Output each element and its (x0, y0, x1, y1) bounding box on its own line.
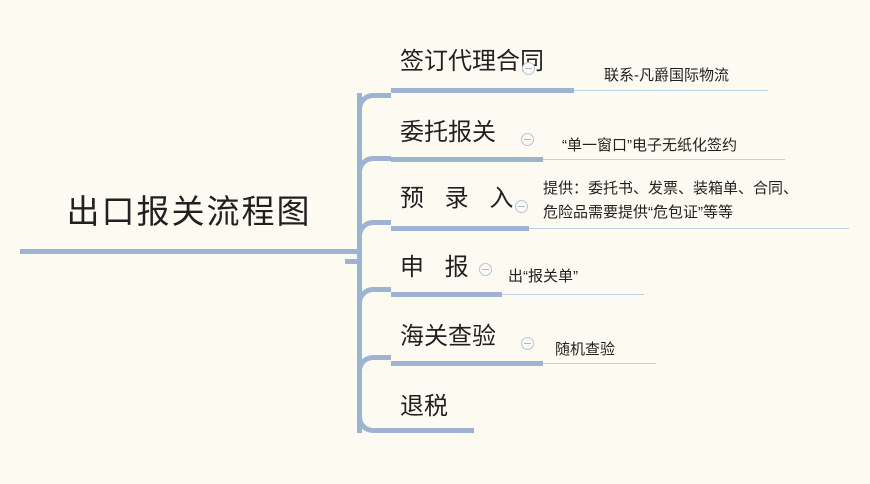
branch-underline-thick-2 (391, 157, 543, 162)
branch-elbow-1 (357, 93, 391, 115)
branch-underline-thin-2 (543, 159, 785, 160)
child-text-3-1: 危险品需要提供“危包证”等等 (543, 204, 733, 221)
branch-elbow-2 (357, 156, 391, 178)
collapse-minus-icon-1[interactable] (522, 62, 535, 75)
branch-label-5: 海关查验 (400, 323, 496, 350)
branch-underline-thick-3 (391, 226, 529, 231)
branch-underline-thin-4 (502, 294, 644, 295)
collapse-minus-icon-5[interactable] (521, 337, 534, 350)
branch-label-1: 签订代理合同 (400, 48, 544, 75)
branch-underline-thin-1 (574, 90, 768, 91)
root-node[interactable]: 出口报关流程图 (20, 188, 358, 262)
collapse-minus-icon-4[interactable] (479, 263, 492, 276)
child-text-5-0: 随机查验 (555, 341, 616, 358)
branch-elbow-6 (357, 411, 391, 433)
branch-underline-thin-5 (543, 363, 656, 364)
root-node-underline (20, 249, 358, 254)
trunk-stub-connector (345, 259, 359, 264)
child-text-3-0: 提供：委托书、发票、装箱单、合同、 (543, 180, 799, 197)
branch-elbow-3 (357, 220, 391, 242)
branch-label-4: 申 报 (400, 254, 476, 281)
branch-label-2: 委托报关 (400, 119, 496, 146)
branch-underline-thick-5 (391, 361, 543, 366)
collapse-minus-icon-3[interactable] (515, 200, 528, 213)
branch-label-6: 退税 (400, 393, 448, 420)
branch-underline-thick-6 (391, 428, 474, 433)
branch-elbow-5 (357, 355, 391, 377)
trunk-vertical-connector (357, 93, 362, 433)
root-node-label: 出口报关流程图 (66, 193, 312, 230)
child-text-4-0: 出“报关单” (508, 268, 578, 285)
child-text-1-0: 联系-凡爵国际物流 (604, 67, 729, 84)
child-text-2-0: “单一窗口”电子无纸化签约 (562, 137, 737, 154)
branch-label-3: 预 录 入 (400, 185, 521, 212)
branch-underline-thin-3 (529, 228, 849, 229)
branch-elbow-4 (357, 287, 391, 309)
branch-underline-thick-4 (391, 292, 502, 297)
collapse-minus-icon-2[interactable] (521, 133, 534, 146)
branch-underline-thick-1 (391, 88, 574, 93)
